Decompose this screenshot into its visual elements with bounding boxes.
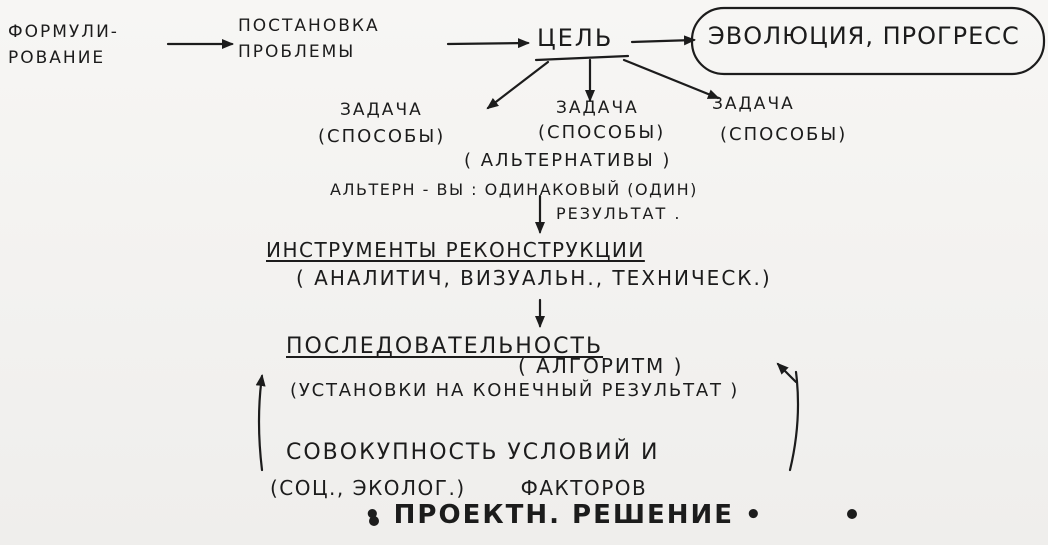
node-task-mid: ЗАДАЧА xyxy=(556,98,639,118)
node-problem-line1: ПОСТАНОВКА xyxy=(238,16,380,36)
node-task-left-sub: (СПОСОБЫ) xyxy=(318,126,446,147)
feedback-loop-left xyxy=(255,374,266,472)
node-formulation-line2: РОВАНИЕ xyxy=(8,48,106,68)
result-bullet-right xyxy=(847,509,857,519)
node-tools-sub: ( АНАЛИТИЧ, ВИЗУАЛЬН., ТЕХНИЧЕСК.) xyxy=(296,266,772,290)
node-sequence: ПОСЛЕДОВАТЕЛЬНОСТЬ xyxy=(286,334,604,359)
node-conditions-line1: СОВОКУПНОСТЬ УСЛОВИЙ И xyxy=(286,440,660,465)
node-problem-line2: ПРОБЛЕМЫ xyxy=(238,42,356,62)
node-goal: ЦЕЛЬ xyxy=(537,24,614,52)
node-evolution: ЭВОЛЮЦИЯ, ПРОГРЕСС xyxy=(708,22,1020,50)
node-task-right-sub: (СПОСОБЫ) xyxy=(720,124,848,145)
feedback-arrow-right-head xyxy=(776,362,798,384)
arrow-goal-to-task-right xyxy=(622,58,720,100)
arrow-problem-to-goal xyxy=(446,38,530,49)
node-settings: (УСТАНОВКИ НА КОНЕЧНЫЙ РЕЗУЛЬТАТ ) xyxy=(290,380,740,401)
arrow-goal-to-task-left xyxy=(486,60,550,110)
node-task-left: ЗАДАЧА xyxy=(340,100,423,120)
node-algorithm: ( АЛГОРИТМ ) xyxy=(518,354,684,378)
goal-underline xyxy=(534,54,630,62)
node-alternatives: ( АЛЬТЕРНАТИВЫ ) xyxy=(464,150,672,171)
node-tools: ИНСТРУМЕНТЫ РЕКОНСТРУКЦИИ xyxy=(266,238,645,262)
node-task-right: ЗАДАЧА xyxy=(712,94,795,114)
node-formulation-line1: ФОРМУЛИ- xyxy=(8,22,119,42)
node-result: • ПРОЕКТН. РЕШЕНИЕ • xyxy=(364,500,764,530)
feedback-loop-right xyxy=(788,370,800,472)
result-bullet-left xyxy=(369,516,379,526)
node-alt-definition-line2: РЕЗУЛЬТАТ . xyxy=(556,204,682,223)
node-conditions-line2: (СОЦ., ЭКОЛОГ.) ФАКТОРОВ xyxy=(270,476,648,500)
evolution-capsule xyxy=(690,6,1046,76)
node-alt-definition-line1: АЛЬТЕРН - ВЫ : ОДИНАКОВЫЙ (ОДИН) xyxy=(330,180,698,199)
node-task-mid-sub: (СПОСОБЫ) xyxy=(538,122,666,143)
arrow-goal-to-evolution xyxy=(630,35,696,46)
